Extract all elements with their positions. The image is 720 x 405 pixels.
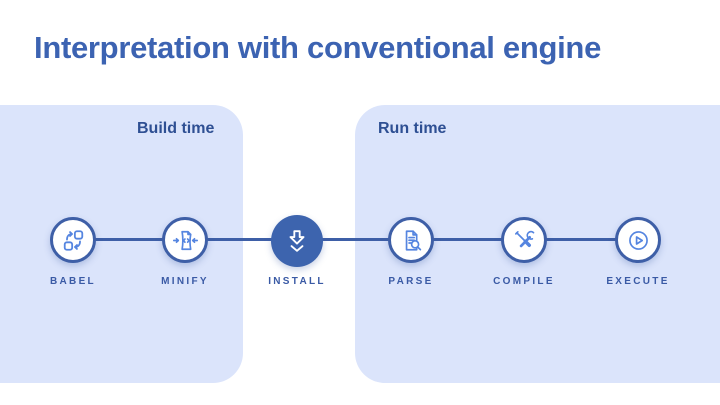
page-title: Interpretation with conventional engine	[34, 30, 602, 65]
pipeline-node-execute	[615, 217, 661, 263]
pipeline-node-parse	[388, 217, 434, 263]
compress-document-icon	[172, 227, 199, 254]
run-time-label: Run time	[378, 120, 447, 137]
step-label-parse: PARSE	[388, 276, 434, 287]
pipeline-connector-line	[73, 238, 638, 241]
pipeline-node-babel	[50, 217, 96, 263]
tools-icon	[511, 227, 538, 254]
build-time-label: Build time	[137, 120, 215, 137]
pipeline-node-install	[271, 215, 323, 267]
step-label-execute: EXECUTE	[606, 276, 670, 287]
pipeline-node-compile	[501, 217, 547, 263]
pipeline-node-minify	[162, 217, 208, 263]
step-label-install: INSTALL	[268, 276, 326, 287]
download-arrow-icon	[283, 227, 311, 255]
transform-cycle-icon	[60, 227, 87, 254]
step-label-babel: BABEL	[50, 276, 96, 287]
step-label-minify: MINIFY	[161, 276, 209, 287]
play-circle-icon	[625, 227, 652, 254]
step-label-compile: COMPILE	[493, 276, 555, 287]
document-search-icon	[398, 227, 425, 254]
